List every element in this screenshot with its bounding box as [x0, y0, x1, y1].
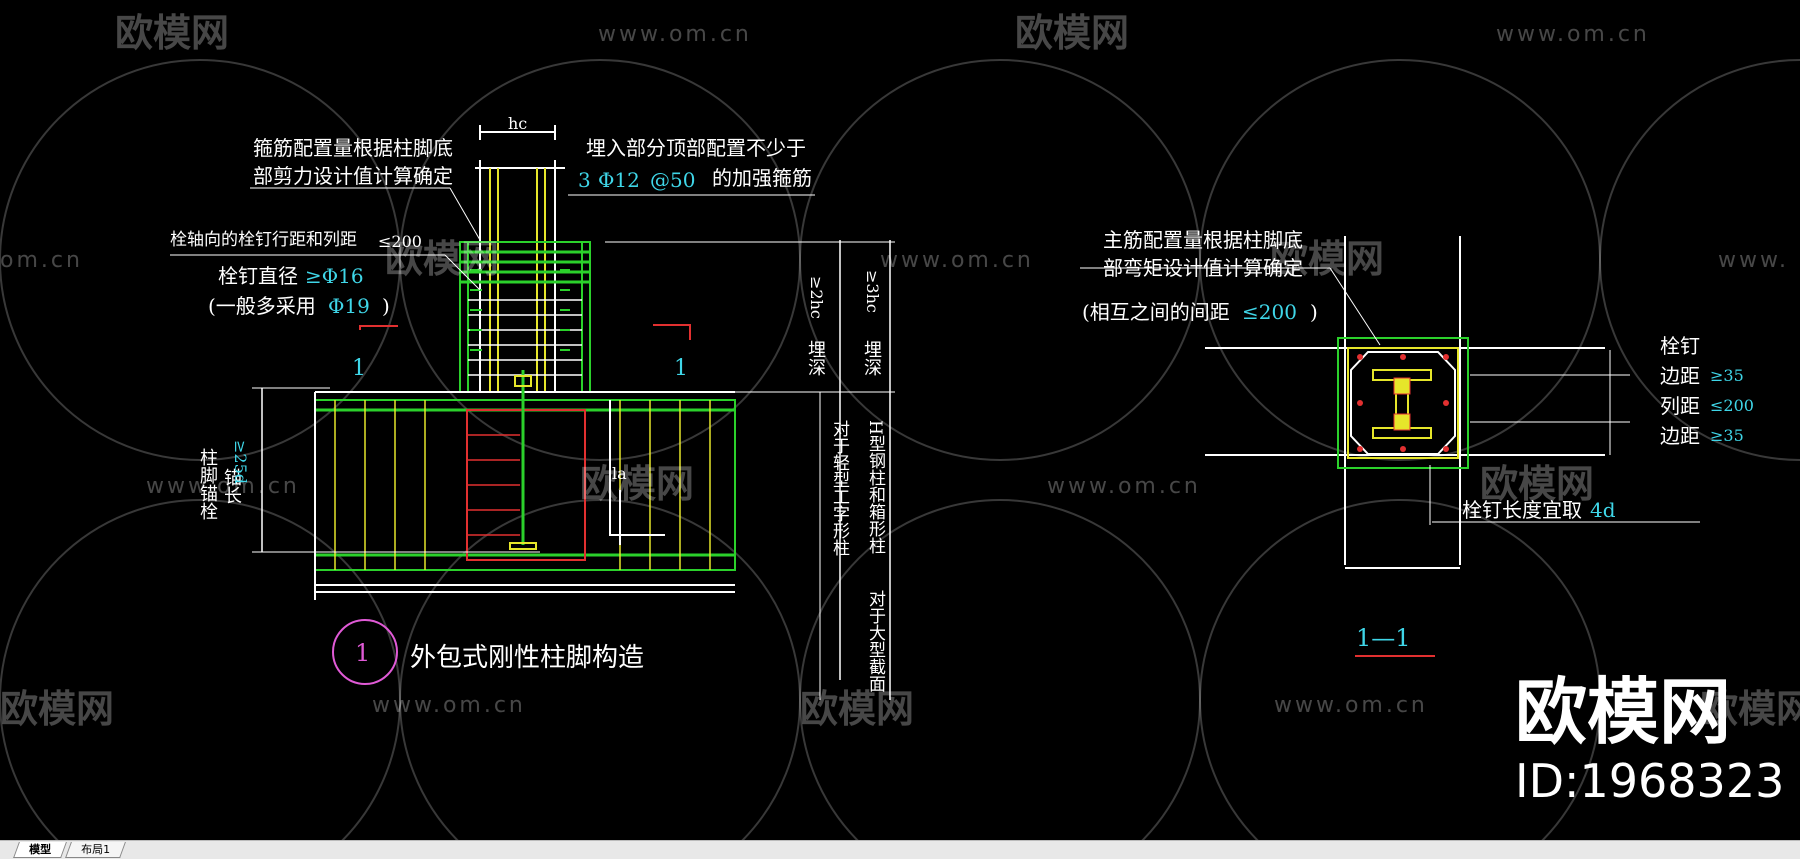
note-spacing-close: ): [1310, 300, 1318, 324]
stud-label: 栓钉: [1660, 334, 1700, 358]
cad-drawing-canvas[interactable]: [0, 0, 1800, 840]
watermark-url-7: www.om.cn: [1047, 474, 1201, 499]
note-stirrup-line2: 部剪力设计值计算确定: [253, 164, 453, 188]
tab-model[interactable]: 模型: [13, 842, 67, 858]
note-spacing-value: ≤200: [1242, 300, 1297, 324]
edge-label-2: 边距: [1660, 424, 1700, 448]
note-embed-count: 3: [578, 168, 591, 192]
detail-title-number: 1: [355, 639, 371, 667]
watermark-url-9: www.om.cn: [1274, 693, 1428, 718]
edge-value-1: ≥35: [1710, 366, 1744, 385]
section-mark-left: 1: [352, 356, 366, 381]
embed-depth-2-value: ≥3hc: [863, 270, 882, 313]
anchor-label-2: 锚长: [221, 468, 242, 504]
stud-common-label: (一般多采用: [208, 294, 316, 318]
la-label: la: [612, 464, 627, 483]
left-detail-drawing: [170, 125, 895, 700]
stud-spacing-label: 栓轴向的栓钉行距和列距: [170, 230, 357, 250]
note-h-box-section: H型钢柱和箱形柱: [865, 420, 885, 554]
section-mark-right: 1: [674, 356, 688, 381]
note-large-section: 对于大型截面: [865, 590, 885, 692]
brand-id: ID:1968323: [1515, 754, 1785, 808]
watermark-logo-3: 欧模网: [385, 237, 500, 281]
stud-diameter-value: ≥Φ16: [305, 264, 364, 288]
stud-length-value: 4d: [1590, 498, 1616, 522]
watermark-logo-4: 欧模网: [1270, 237, 1385, 281]
embed-depth-2-label: 埋深: [861, 340, 882, 376]
watermark-url-5: www.: [1718, 248, 1789, 273]
watermark-url-2: www.om.cn: [1496, 22, 1650, 47]
watermark-logo-2: 欧模网: [1015, 11, 1130, 55]
note-embed-phi: Φ12: [598, 168, 640, 192]
note-embed-line1: 埋入部分顶部配置不少于: [586, 136, 806, 160]
watermark-logo-9: 欧模网: [1700, 687, 1800, 731]
note-light-i-section: 对于轻型工字形柱: [829, 420, 849, 556]
embed-depth-1-label: 埋深: [805, 340, 826, 376]
watermark-logo-6: 欧模网: [1480, 462, 1595, 506]
layout-tab-bar: 模型 布局1: [0, 840, 1800, 859]
section-title: 1—1: [1356, 624, 1411, 652]
dim-hc-label: hc: [508, 114, 528, 133]
anchor-value: ≥25d: [231, 440, 250, 485]
watermark-circles: [0, 59, 1800, 840]
stud-spacing-value: ≤200: [378, 232, 422, 251]
note-main-line1: 主筋配置量根据柱脚底: [1103, 228, 1303, 252]
note-embed-suffix: 的加强箍筋: [712, 166, 812, 190]
brand-logo-text: 欧模网: [1515, 670, 1732, 754]
stud-common-close: ): [382, 294, 390, 318]
watermark-url-3: om.cn: [0, 248, 83, 273]
embed-depth-1-value: ≥2hc: [807, 276, 826, 319]
anchor-label-1: 柱脚锚栓: [197, 448, 218, 520]
col-label: 列距: [1660, 394, 1700, 418]
stud-length-label: 栓钉长度宜取: [1462, 498, 1582, 522]
watermark-logo-1: 欧模网: [115, 11, 230, 55]
edge-label-1: 边距: [1660, 364, 1700, 388]
watermark-logo-7: 欧模网: [0, 687, 115, 731]
watermark-url-6: www.om.cn: [146, 474, 300, 499]
watermark-url-8: www.om.cn: [372, 693, 526, 718]
stud-diameter-label: 栓钉直径: [218, 264, 298, 288]
note-embed-at: @50: [650, 168, 696, 192]
watermark-url-1: www.om.cn: [598, 22, 752, 47]
note-stirrup-line1: 箍筋配置量根据柱脚底: [253, 136, 453, 160]
edge-value-2: ≥35: [1710, 426, 1744, 445]
tab-layout1[interactable]: 布局1: [65, 842, 126, 858]
note-spacing-label: (相互之间的间距: [1082, 300, 1230, 324]
col-value: ≤200: [1710, 396, 1754, 415]
detail-title: 外包式刚性柱脚构造: [410, 643, 645, 673]
stud-common-value: Φ19: [328, 294, 370, 318]
watermark-logo-5: 欧模网: [580, 462, 695, 506]
watermark-url-4: www.om.cn: [880, 248, 1034, 273]
right-detail-drawing: [1080, 236, 1700, 657]
watermark-logo-8: 欧模网: [800, 687, 915, 731]
note-main-line2: 部弯矩设计值计算确定: [1103, 256, 1303, 280]
